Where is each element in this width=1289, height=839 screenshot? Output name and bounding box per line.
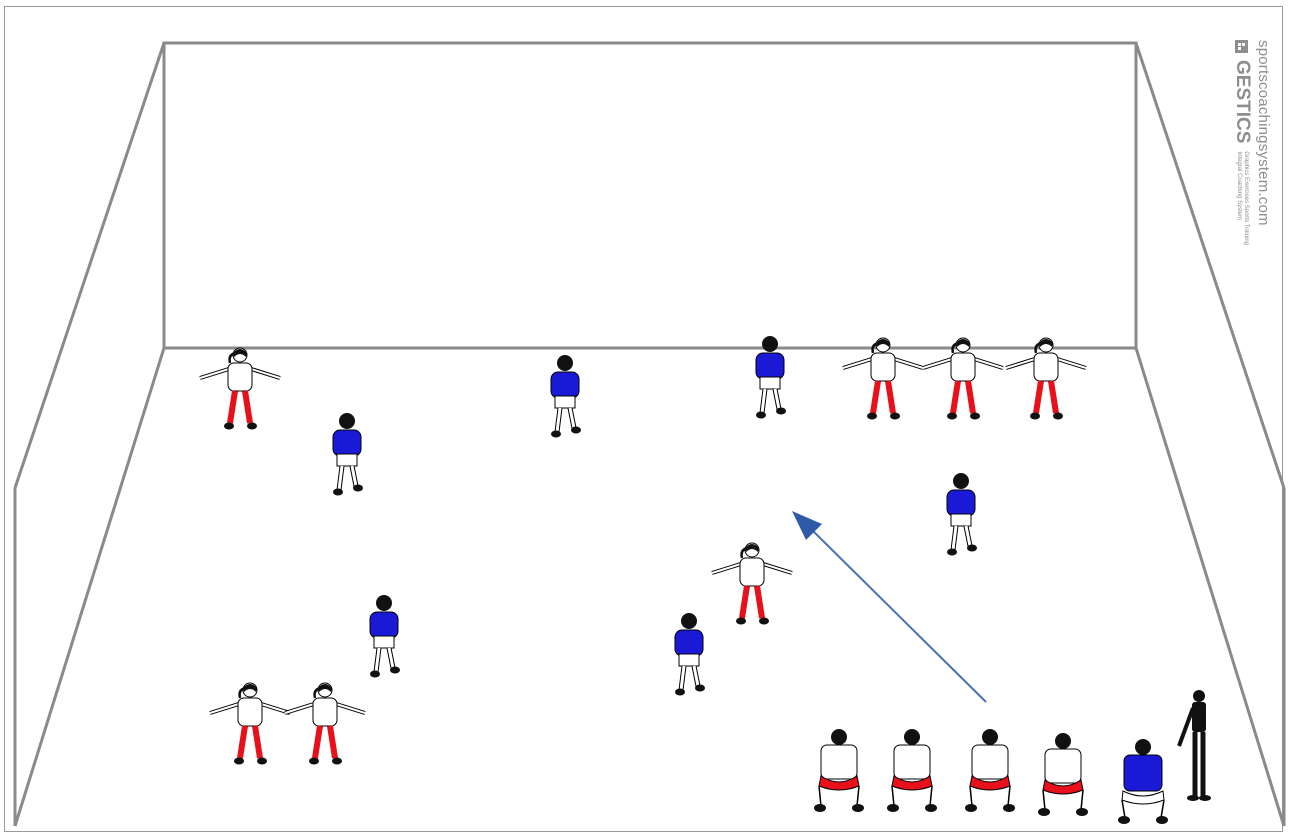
watermark-brand: GESTICS [1232,60,1253,144]
diagram-frame [4,6,1283,832]
squatting-blue-player [1117,738,1169,825]
squatting-player [813,728,865,813]
blue-player [370,595,400,678]
blue-player [551,355,581,438]
coach [1179,690,1211,801]
watermark: sportscoachingsystem.com GESTICS Graphic… [1231,40,1272,245]
court-outline [13,41,1286,827]
red-player [285,683,365,765]
red-player [1006,338,1086,420]
blue-player [947,473,977,556]
blue-player [675,613,705,696]
squatting-player [964,728,1016,813]
arrow [792,511,987,703]
watermark-tagline-1: Graphics Exercises Sports Training [1243,151,1249,246]
red-player [210,683,290,765]
squatting-player [1037,732,1089,817]
watermark-site: sportscoachingsystem.com [1255,40,1272,226]
red-player [200,348,280,430]
blue-player [333,413,363,496]
gestics-logo-icon [1235,40,1249,53]
red-player [923,338,1003,420]
watermark-tagline-2: Integral Coaching System [1236,151,1242,221]
red-player [712,543,792,625]
red-player [843,338,923,420]
squatting-player [886,728,938,813]
